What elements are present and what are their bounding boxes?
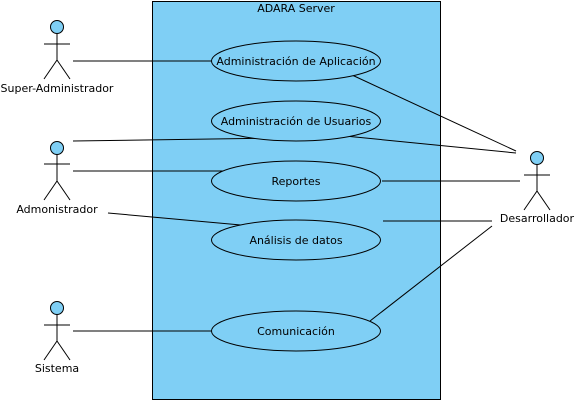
use-case-ellipse [211, 310, 381, 352]
actor-head-icon [50, 301, 64, 315]
associations [72, 60, 520, 332]
actor-admonistrador: Admonistrador [16, 141, 98, 216]
actor-sistema: Sistema [35, 301, 79, 375]
use-case-label: Administración de Usuarios [221, 115, 372, 128]
use-case-label: Administración de Aplicación [216, 55, 375, 68]
use-case-reportes: Reportes [211, 160, 381, 202]
use-case-ellipse [211, 40, 381, 82]
use-case-ellipse [211, 160, 381, 202]
use-case-label: Comunicación [257, 325, 335, 338]
use-case-ellipse [211, 100, 381, 142]
system-title: ADARA Server [257, 2, 335, 15]
actor-leg-left [43, 340, 58, 361]
use-case-label: Reportes [272, 175, 321, 188]
actor-leg-right [56, 180, 71, 201]
association-admin-analisis [107, 212, 253, 227]
use-case-admin-aplicacion: Administración de Aplicación [211, 40, 381, 82]
actor-label: Sistema [35, 362, 79, 375]
actor-leg-right [56, 340, 71, 361]
actor-desarrollador: Desarrollador [500, 151, 575, 225]
actor-label: Super-Administrador [1, 82, 114, 95]
actor-label: Desarrollador [500, 212, 575, 225]
actor-head-icon [50, 141, 64, 155]
use-case-comunicacion: Comunicación [211, 310, 381, 352]
actor-leg-left [43, 180, 58, 201]
use-case-label: Análisis de datos [249, 234, 342, 247]
association-dev-admin-aplicacion [351, 74, 517, 152]
use-case-analisis-datos: Análisis de datos [211, 219, 381, 261]
actor-label: Admonistrador [16, 203, 98, 216]
association-dev-comunicacion [369, 225, 493, 322]
actor-super-administrador: Super-Administrador [1, 20, 114, 95]
use-case-admin-usuarios: Administración de Usuarios [211, 100, 381, 142]
association-admin-admin-usuarios [72, 137, 286, 142]
actor-leg-right [56, 59, 71, 80]
actor-head-icon [50, 20, 64, 34]
actor-leg-left [43, 59, 58, 80]
actor-leg-left [523, 190, 538, 211]
association-dev-admin-usuarios [344, 135, 517, 154]
actor-head-icon [530, 151, 544, 165]
use-case-ellipse [211, 219, 381, 261]
actor-leg-right [536, 190, 551, 211]
